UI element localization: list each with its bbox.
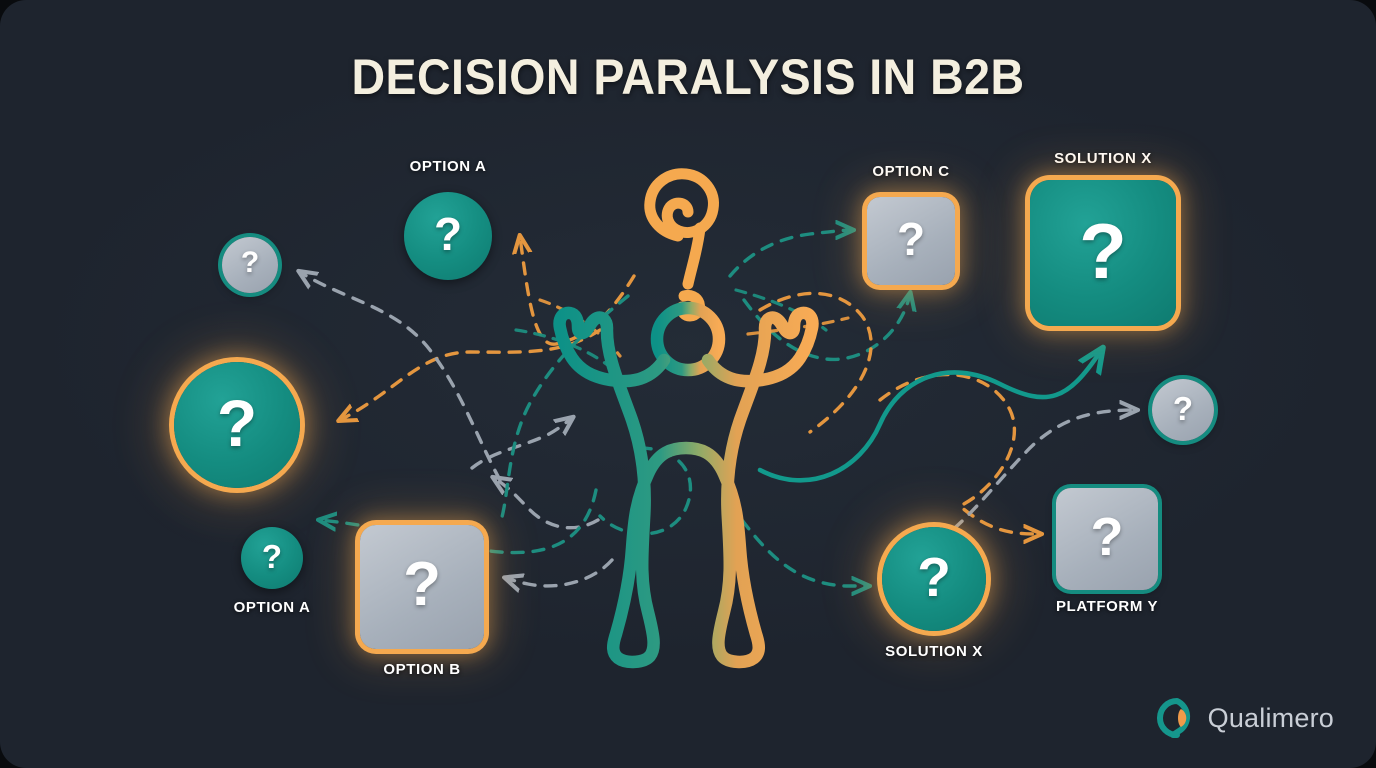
node-label-opt-a-bottom: OPTION A: [233, 599, 311, 616]
question-glyph: ?: [917, 545, 951, 608]
question-glyph: ?: [1172, 389, 1194, 427]
node-opt-a-bottom[interactable]: ? OPTION A: [234, 527, 310, 616]
node-label-solution-x-bottom: SOLUTION X: [885, 643, 983, 660]
node-label-opt-c: OPTION C: [872, 163, 950, 180]
node-opt-b[interactable]: ? OPTION B: [360, 525, 484, 678]
question-mark-badge[interactable]: ?: [360, 525, 484, 649]
node-opt-c[interactable]: OPTION C ?: [867, 163, 955, 285]
page-title: DECISION PARALYSIS IN B2B: [351, 49, 1025, 105]
question-glyph: ?: [240, 246, 260, 279]
question-mark-badge[interactable]: ?: [1030, 180, 1176, 326]
question-glyph: ?: [1079, 207, 1127, 295]
node-opt-a-top[interactable]: OPTION A ?: [404, 158, 492, 280]
question-glyph: ?: [896, 213, 926, 265]
node-platform-y[interactable]: ? PLATFORM Y: [1056, 488, 1158, 615]
node-label-solution-x-top: SOLUTION X: [1054, 150, 1152, 167]
node-solution-x-top[interactable]: SOLUTION X ?: [1030, 150, 1176, 326]
node-label-platform-y: PLATFORM Y: [1055, 598, 1159, 615]
question-mark-badge[interactable]: ?: [222, 237, 278, 293]
node-small-right[interactable]: ?: [1152, 379, 1214, 441]
qualimero-logo-icon: [1156, 698, 1190, 738]
node-solution-x-bottom[interactable]: ? SOLUTION X: [882, 527, 986, 660]
spiral-question-mark-icon: [644, 168, 719, 322]
question-mark-badge[interactable]: ?: [882, 527, 986, 631]
question-mark-badge[interactable]: ?: [241, 527, 303, 589]
question-glyph: ?: [216, 386, 258, 460]
question-mark-badge[interactable]: ?: [404, 192, 492, 280]
question-mark-badge[interactable]: ?: [867, 197, 955, 285]
question-mark-badge[interactable]: ?: [1056, 488, 1158, 590]
logo-text: Qualimero: [1207, 702, 1334, 733]
question-glyph: ?: [1090, 507, 1124, 567]
node-label-opt-a-top: OPTION A: [409, 158, 487, 175]
node-small-left[interactable]: ?: [222, 237, 278, 293]
brand-logo: Qualimero: [1156, 698, 1334, 738]
node-big-left[interactable]: ?: [174, 362, 300, 488]
question-mark-badge[interactable]: ?: [1152, 379, 1214, 441]
question-glyph: ?: [261, 537, 283, 575]
question-mark-badge[interactable]: ?: [174, 362, 300, 488]
question-glyph: ?: [403, 550, 441, 619]
node-label-opt-b: OPTION B: [383, 661, 461, 678]
question-glyph: ?: [433, 208, 463, 260]
